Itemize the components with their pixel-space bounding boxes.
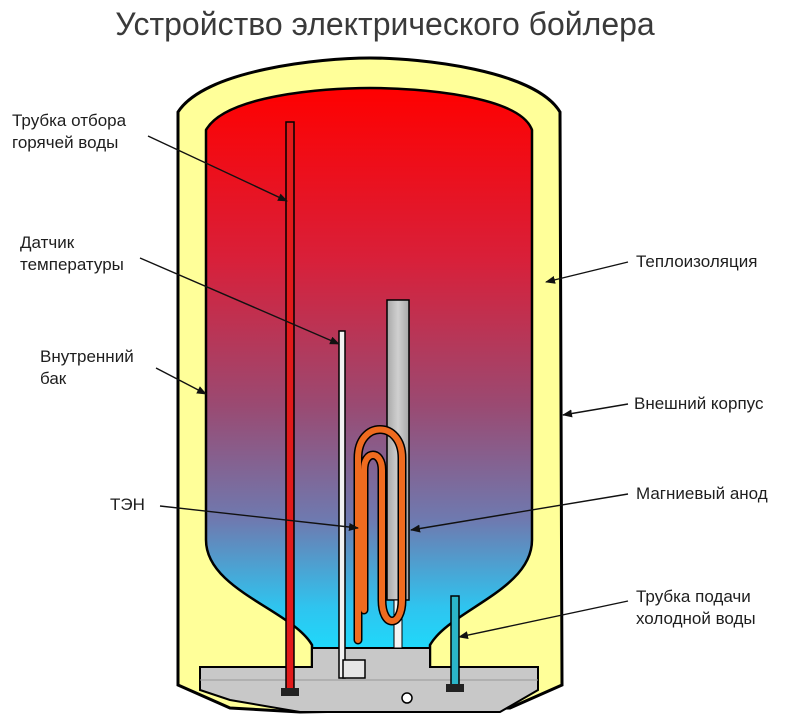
heating-element (342, 425, 407, 679)
label-anode: Магниевый анод (636, 484, 768, 503)
leader-heater (159, 505, 359, 531)
base-bolt (401, 692, 413, 704)
hot-water-pipe (285, 121, 295, 693)
label-hot-water-pipe: Трубка отбора горячей воды (12, 111, 127, 152)
temperature-sensor (338, 330, 346, 679)
cold-water-pipe (450, 595, 460, 689)
leader-outer-shell (562, 403, 629, 418)
label-outer-shell: Внешний корпус (634, 394, 764, 413)
leader-inner-tank (155, 367, 207, 395)
label-heater: ТЭН (110, 495, 145, 514)
diagram-title: Устройство электрического бойлера (115, 6, 655, 42)
leader-cold-pipe (458, 600, 629, 640)
label-temperature-sensor: Датчик температуры (20, 233, 124, 274)
inner-tank (204, 86, 534, 667)
leader-anode (410, 493, 629, 533)
label-inner-tank: Внутренний бак (40, 347, 134, 388)
leader-hot-pipe (147, 135, 288, 202)
leader-temp-sensor (139, 257, 340, 345)
leader-insulation (545, 261, 629, 284)
label-cold-water-pipe: Трубка подачи холодной воды (636, 587, 756, 628)
label-insulation: Теплоизоляция (636, 252, 758, 271)
